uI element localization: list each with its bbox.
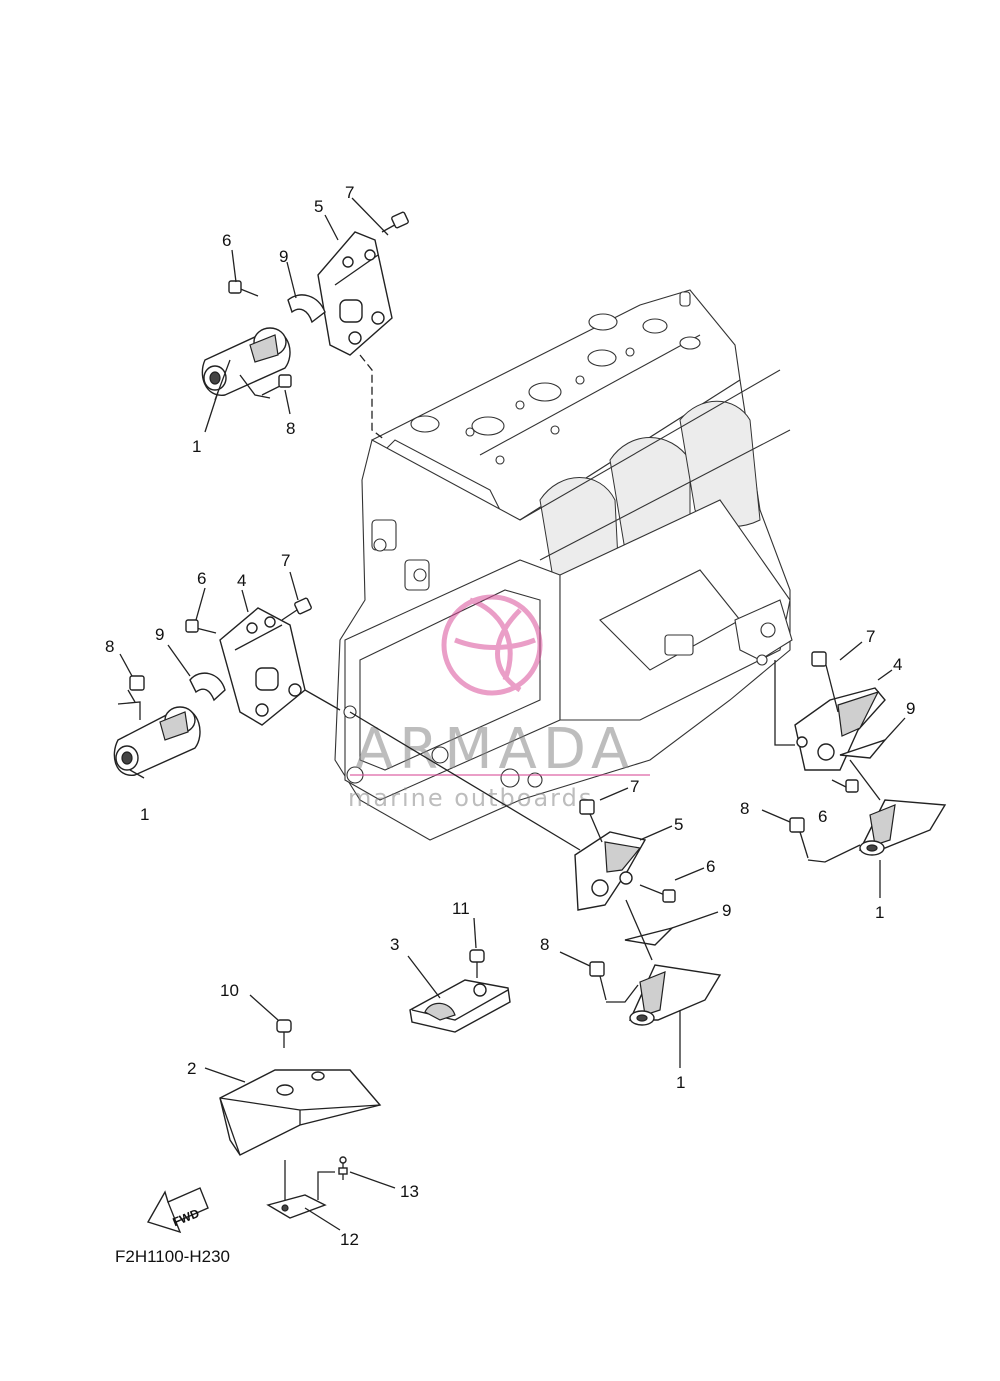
rubber-mount-1 [628,964,722,1026]
bolt-6 [185,619,217,634]
callout-12: 12 [340,1230,359,1249]
bolt-8 [589,961,607,1001]
mount-group-top-left: 5 7 6 9 1 8 [192,183,409,456]
cover-3 [409,979,511,1033]
callout-5: 5 [674,815,683,834]
bolt-8 [789,817,809,859]
callout-11: 11 [452,899,470,918]
bottom-parts: 3 11 2 10 12 [187,899,511,1249]
bolt-8 [127,675,145,703]
cover-2 [219,1069,382,1156]
callout-7: 7 [345,183,354,202]
screw-10 [276,1019,292,1048]
callout-1: 1 [140,805,149,824]
callout-9: 9 [906,699,915,718]
bolt-6 [831,779,859,793]
bolt-7 [381,211,409,233]
mount-group-right: 7 4 6 9 1 8 [740,627,947,922]
callout-9: 9 [722,901,731,920]
callout-8: 8 [740,799,749,818]
callout-8: 8 [540,935,549,954]
callout-1: 1 [192,437,201,456]
rivet-13 [338,1156,348,1180]
bolt-7 [281,597,312,621]
callout-5: 5 [314,197,323,216]
callout-13: 13 [400,1182,419,1201]
bolt-6 [228,280,259,297]
callout-1: 1 [676,1073,685,1092]
shim-9 [839,738,888,759]
engine-block [334,289,793,841]
bolt-6 [639,884,676,903]
diagram-code: F2H1100-H230 [115,1247,230,1266]
bolt-8 [261,374,292,396]
callout-6: 6 [222,231,231,250]
callout-9: 9 [279,247,288,266]
bolt-7 [579,799,603,843]
callout-2: 2 [187,1059,196,1078]
callout-7: 7 [281,551,290,570]
shim-9 [287,294,326,324]
rubber-mount-1 [113,706,201,776]
callout-1: 1 [875,903,884,922]
callout-6: 6 [197,569,206,588]
callout-3: 3 [390,935,399,954]
shim-9 [624,926,675,946]
watermark-tagline: marine outboards [348,784,593,812]
callout-9: 9 [155,625,164,644]
callout-6: 6 [818,807,827,826]
mount-bracket-5 [317,231,393,356]
rubber-mount-1 [201,327,291,396]
callout-7: 7 [630,777,639,796]
callout-8: 8 [286,419,295,438]
callout-7: 7 [866,627,875,646]
mount-group-mid-left: 4 7 6 9 8 1 [105,551,341,824]
screw-11 [469,949,485,978]
mount-group-center: 7 5 6 9 1 8 [349,711,731,1092]
rubber-mount-1 [858,799,947,856]
watermark-brand: ARMADA [355,717,635,782]
callout-6: 6 [706,857,715,876]
watermark: ARMADA marine outboards [348,594,650,812]
fwd-arrow: FWD [146,1187,209,1234]
callout-8: 8 [105,637,114,656]
callout-10: 10 [220,981,239,1000]
watermark-logo-icon [441,594,543,696]
plate-12 [266,1194,327,1219]
bolt-7 [811,651,839,713]
callout-4: 4 [237,571,246,590]
callout-4: 4 [893,655,902,674]
shim-9 [189,672,226,702]
